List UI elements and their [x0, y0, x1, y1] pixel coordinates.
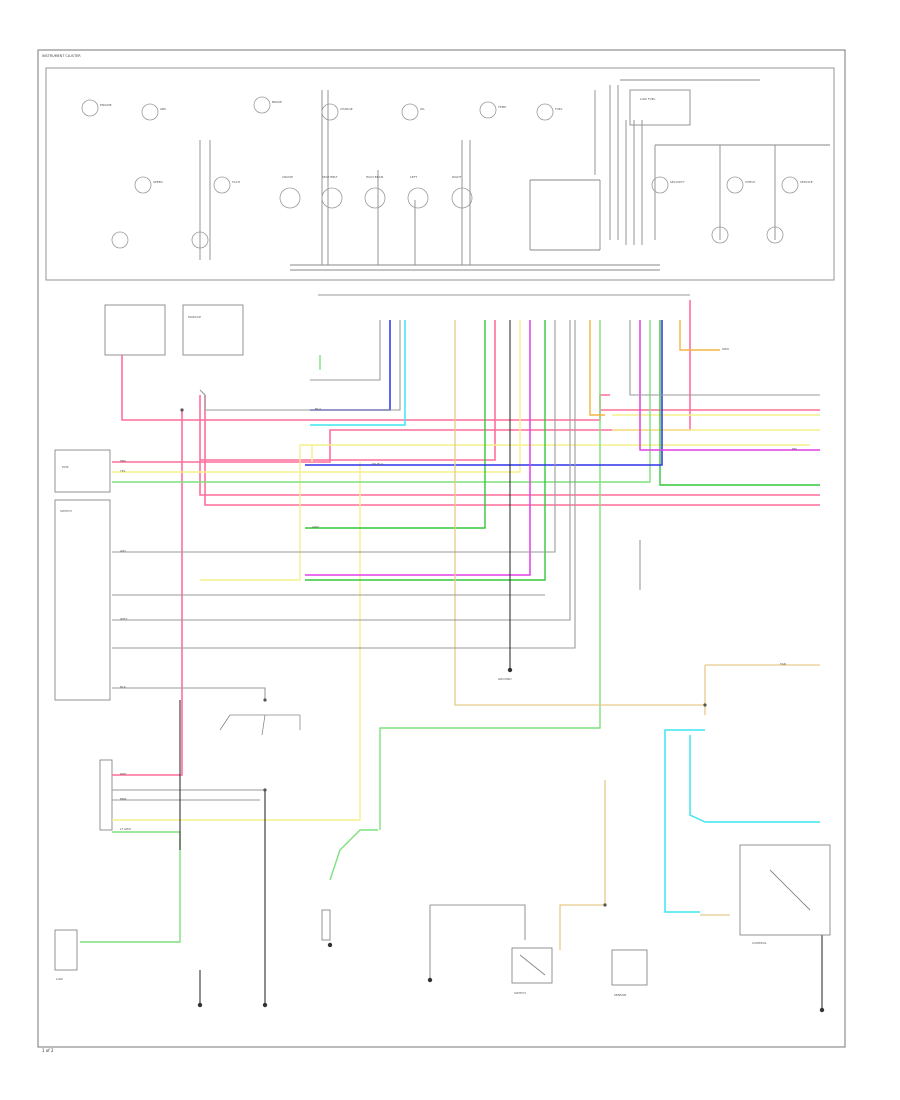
left-modules [54, 304, 244, 971]
brake-pressure-switch [511, 947, 553, 984]
ground-icon [327, 942, 333, 948]
wire-pink [112, 300, 820, 776]
lower-left-module [99, 759, 113, 831]
wire-label: DK BLU [372, 462, 383, 466]
lamp-icon [536, 103, 554, 121]
ground-icon [507, 667, 513, 673]
lamp-icon [766, 226, 784, 244]
wire-cyan [310, 320, 820, 913]
lamp-icon [253, 96, 271, 114]
wire-label: BLU [315, 407, 321, 411]
branch-tree [219, 714, 301, 736]
lamp-icon [651, 176, 669, 194]
label-module: MODULE [188, 315, 201, 319]
wire-label: GRY [120, 549, 126, 553]
gauge-icon [279, 187, 301, 209]
gauge-icon [321, 187, 343, 209]
lamp-icon [81, 99, 99, 117]
wire-green [305, 320, 820, 581]
lamp-icon [134, 176, 152, 194]
cluster-indicator-labels: ENGINE ABS BRAKE CHARGE OIL TEMP FUEL SP… [100, 97, 813, 184]
low-coolant-module [54, 929, 78, 971]
wire-magenta [305, 320, 820, 576]
wire-orange [589, 320, 720, 416]
indicator-label: ENGINE [100, 103, 112, 107]
indicator-label: CHARGE [340, 107, 353, 111]
indicator-label: LEFT [410, 175, 417, 179]
ground-icon [819, 1007, 825, 1013]
ground-icon [427, 977, 433, 983]
wire-label: BRN [120, 797, 126, 801]
gauge-icon [451, 187, 473, 209]
indicator-label: TACH [231, 180, 240, 184]
wire-blue [305, 320, 663, 466]
switch-stack [54, 499, 111, 701]
ground-icon [262, 1002, 268, 1008]
indicator-label: FUEL [555, 107, 563, 111]
wire-black [179, 320, 823, 1010]
low-coolant-probe [321, 909, 331, 941]
page-marker: 1 of 2 [42, 1048, 54, 1053]
wire-label: RED [120, 772, 127, 776]
wire-label: BLK [120, 685, 127, 689]
lamp-icon [781, 176, 799, 194]
lower-components [321, 844, 831, 986]
ground-icon [197, 1002, 203, 1008]
indicator-label: CRUISE [282, 175, 293, 179]
cruise-control-module [739, 844, 831, 936]
indicator-label: BRAKE [272, 100, 282, 104]
indicator-label: SEAT BELT [322, 175, 338, 179]
lamp-icon [726, 176, 744, 194]
battery-module [54, 449, 111, 493]
indicator-label: SPEED [153, 180, 164, 184]
wire-light-green [80, 320, 651, 943]
wire-label: YEL [120, 469, 126, 473]
indicator-label: TEMP [497, 105, 506, 109]
indicator-label: LOW FUEL [640, 97, 656, 101]
indicator-label: ABS [160, 107, 166, 111]
indicator-label: CHECK [745, 180, 756, 184]
indicator-label: HIGH BEAM [366, 175, 384, 179]
wire-label: LT GRN [120, 827, 131, 831]
lamp-icon [711, 226, 729, 244]
wire-label: PNK [120, 459, 127, 463]
wire-label: WHT [120, 617, 127, 621]
diagram-title: INSTRUMENT CLUSTER [42, 54, 81, 58]
label-switch: SWITCH [514, 991, 526, 995]
wire-label: TAN [779, 662, 786, 666]
lamp-icon [141, 103, 159, 121]
fuse-block-right [182, 304, 244, 356]
label-switch-2: SWITCH [60, 509, 72, 513]
label-control: CONTROL [752, 941, 767, 945]
wire-label: GRN [312, 525, 319, 529]
wire-gray [112, 320, 820, 1000]
ground-icons [197, 667, 825, 1013]
label-sensor: SENSOR [614, 993, 626, 997]
wire-label: ORN [722, 347, 729, 351]
wire-tan [454, 320, 820, 950]
lamp-icon [479, 101, 497, 119]
diagram-frame [37, 49, 846, 1048]
wire-label: PPL [792, 447, 798, 451]
indicator-label: SERVICE [800, 180, 813, 184]
instrument-cluster [45, 67, 835, 281]
indicator-label: RIGHT [452, 175, 462, 179]
cluster-lamps [81, 96, 799, 249]
label-ground: GROUND [498, 677, 512, 681]
lamp-icon [401, 103, 419, 121]
lamp-icon [321, 103, 339, 121]
lamp-icon [213, 176, 231, 194]
indicator-label: OIL [420, 107, 425, 111]
label-low: LOW [56, 977, 63, 981]
gauge-icon [364, 187, 386, 209]
label-pcm: PCM [62, 465, 69, 469]
lamp-icon [191, 231, 209, 249]
fuse-block-left [104, 304, 166, 356]
speed-sensor [611, 949, 648, 986]
lamp-icon [111, 231, 129, 249]
indicator-label: SECURITY [670, 180, 685, 184]
junction-dots [180, 408, 707, 907]
gauge-icon [407, 187, 429, 209]
